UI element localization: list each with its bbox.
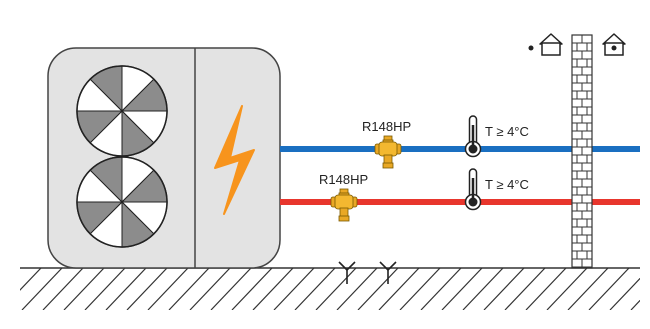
drain-icon [379, 261, 397, 284]
temperature-label-lower: T ≥ 4°C [485, 177, 529, 192]
valve-icon [330, 188, 358, 222]
drain-icon [338, 261, 356, 284]
fan-icon [76, 65, 168, 157]
valve-label-lower: R148HP [319, 172, 368, 187]
temperature-label-upper: T ≥ 4°C [485, 124, 529, 139]
thermometer-icon [464, 168, 482, 211]
ground [20, 267, 640, 310]
heat-pump-unit [47, 47, 281, 269]
fan-icon [76, 156, 168, 248]
valve-label-upper: R148HP [362, 119, 411, 134]
inside-house-icon [602, 33, 626, 56]
brick-wall-icon [571, 34, 593, 269]
lightning-bolt-icon [214, 105, 255, 215]
thermometer-icon [464, 115, 482, 158]
valve-icon [374, 135, 402, 169]
outside-house-icon [528, 33, 563, 56]
